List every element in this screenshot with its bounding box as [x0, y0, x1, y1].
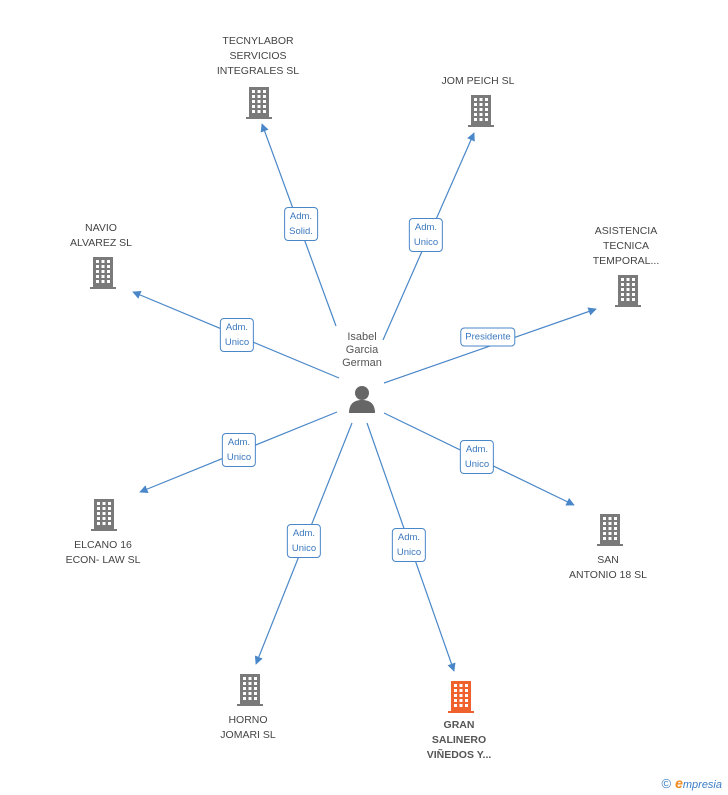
building-icon[interactable] — [468, 95, 494, 132]
role-badge-elcano-16: Adm. Unico — [221, 433, 257, 467]
company-label-line: ALVAREZ SL — [69, 237, 133, 249]
company-label-jom-peich[interactable]: JOM PEICH SL — [442, 74, 515, 89]
company-label-horno-jomari[interactable]: HORNO JOMARI SL — [220, 713, 275, 743]
brand-name: mpresia — [682, 779, 722, 791]
company-label-gran-salinero[interactable]: GRAN SALINERO VIÑEDOS Y... — [427, 718, 492, 763]
company-label-line: HORNO — [228, 714, 268, 726]
building-icon[interactable] — [91, 499, 117, 536]
person-name-line: Garcia — [345, 344, 379, 356]
role-line: Unico — [224, 337, 250, 348]
role-badge-asistencia-tecnica: Presidente — [460, 327, 516, 347]
company-label-san-antonio-18[interactable]: SAN ANTONIO 18 SL — [569, 553, 647, 583]
building-icon[interactable] — [237, 674, 263, 711]
brand-initial: e — [675, 775, 683, 791]
role-line: Presidente — [465, 331, 511, 343]
role-line: Unico — [291, 543, 317, 554]
company-label-line: ELCANO 16 — [74, 539, 132, 551]
role-badge-san-antonio-18: Adm. Unico — [459, 440, 495, 474]
role-line: Unico — [226, 452, 252, 463]
company-label-elcano-16[interactable]: ELCANO 16 ECON- LAW SL — [66, 538, 141, 568]
company-label-line: SERVICIOS — [229, 50, 287, 62]
company-label-line: INTEGRALES SL — [216, 65, 300, 77]
role-line: Unico — [396, 547, 422, 558]
company-label-line: TECNICA — [602, 240, 650, 252]
building-icon[interactable] — [597, 514, 623, 551]
company-label-line: ANTONIO 18 SL — [568, 569, 648, 581]
role-badge-jom-peich: Adm. Unico — [408, 218, 444, 252]
company-label-line: SAN — [597, 554, 619, 566]
role-line: Solid. — [289, 226, 313, 237]
brand-footer: ©empresia — [661, 775, 722, 791]
person-icon[interactable] — [347, 384, 377, 419]
company-label-line: SALINERO — [431, 734, 487, 746]
building-icon[interactable] — [246, 87, 272, 124]
role-line: Unico — [464, 459, 490, 470]
role-line: Adm. — [414, 222, 438, 233]
company-label-line: TECNYLABOR — [222, 35, 294, 47]
company-label-line: GRAN — [443, 719, 475, 731]
role-line: Adm. — [292, 528, 316, 539]
building-icon[interactable] — [615, 275, 641, 312]
company-label-line: ECON- LAW SL — [65, 554, 141, 566]
company-label-tecnylabor[interactable]: TECNYLABOR SERVICIOS INTEGRALES SL — [217, 34, 299, 79]
company-label-asistencia-tecnica[interactable]: ASISTENCIA TECNICA TEMPORAL... — [593, 224, 660, 269]
building-icon[interactable] — [90, 257, 116, 294]
role-line: Adm. — [465, 444, 489, 455]
role-badge-tecnylabor: Adm. Solid. — [284, 207, 318, 241]
role-badge-gran-salinero: Adm. Unico — [391, 528, 427, 562]
role-line: Adm. — [289, 211, 313, 222]
company-label-line: TEMPORAL... — [592, 255, 660, 267]
person-name-line: German — [342, 357, 382, 369]
role-line: Adm. — [397, 532, 421, 543]
role-line: Adm. — [225, 322, 249, 333]
role-badge-navio-alvarez: Adm. Unico — [219, 318, 255, 352]
role-badge-horno-jomari: Adm. Unico — [286, 524, 322, 558]
role-line: Adm. — [227, 437, 251, 448]
company-label-line: JOM PEICH SL — [441, 75, 515, 87]
company-label-navio-alvarez[interactable]: NAVIO ALVAREZ SL — [70, 221, 132, 251]
copyright-symbol: © — [661, 776, 672, 791]
company-label-line: NAVIO — [85, 222, 117, 234]
company-label-line: ASISTENCIA — [594, 225, 658, 237]
building-icon[interactable] — [448, 681, 474, 718]
person-name-line: Isabel — [347, 331, 377, 343]
company-label-line: JOMARI SL — [220, 729, 276, 741]
role-line: Unico — [413, 237, 439, 248]
company-label-line: VIÑEDOS Y... — [426, 749, 492, 761]
